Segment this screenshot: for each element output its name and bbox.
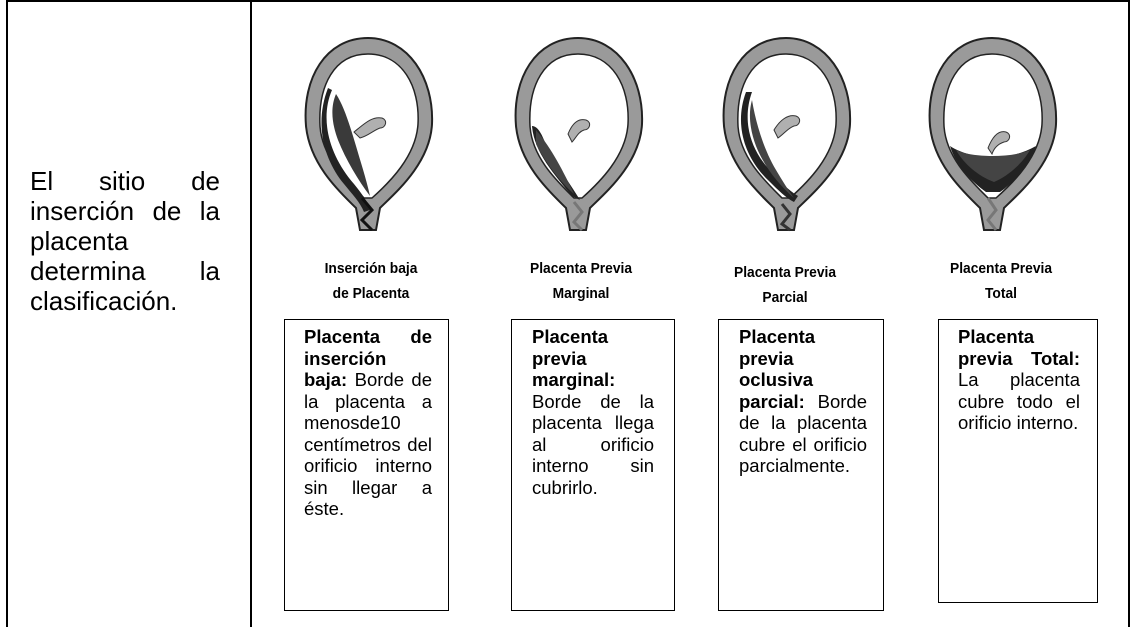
definition-term: Placenta previa Total: bbox=[958, 326, 1080, 369]
left-cell-text: El sitio de inserción de la placenta det… bbox=[30, 166, 220, 316]
definition-description: Borde de la placenta a menosde10 centíme… bbox=[304, 369, 432, 519]
caption-marginal: Placenta Previa Marginal bbox=[512, 256, 650, 306]
definition-text-partial: Placenta previa oclusiva parcial: Borde … bbox=[739, 326, 867, 477]
definition-term: Placenta previa oclusiva parcial: bbox=[739, 326, 815, 412]
uterus-diagram-low-insertion bbox=[298, 34, 438, 234]
definition-description: La placenta cubre todo el orificio inter… bbox=[958, 369, 1080, 433]
definition-text-marginal: Placenta previa marginal: Borde de la pl… bbox=[532, 326, 654, 498]
table-top-border bbox=[6, 0, 1130, 2]
uterus-diagram-marginal bbox=[508, 34, 648, 234]
caption-total: Placenta Previa Total bbox=[932, 256, 1070, 306]
table-left-border bbox=[6, 0, 8, 627]
uterus-diagram-total bbox=[922, 34, 1062, 234]
caption-partial: Placenta Previa Parcial bbox=[716, 260, 854, 310]
definition-text-total: Placenta previa Total: La placenta cubre… bbox=[958, 326, 1080, 434]
column-divider bbox=[250, 0, 252, 627]
table-right-border bbox=[1128, 0, 1130, 627]
uterus-diagram-partial bbox=[716, 34, 856, 234]
definition-term: Placenta previa marginal: bbox=[532, 326, 615, 390]
definition-text-low-insertion: Placenta de inserción baja: Borde de la … bbox=[304, 326, 432, 520]
caption-low-insertion: Inserción baja de Placenta bbox=[302, 256, 440, 306]
definition-description: Borde de la placenta llega al orificio i… bbox=[532, 391, 654, 498]
